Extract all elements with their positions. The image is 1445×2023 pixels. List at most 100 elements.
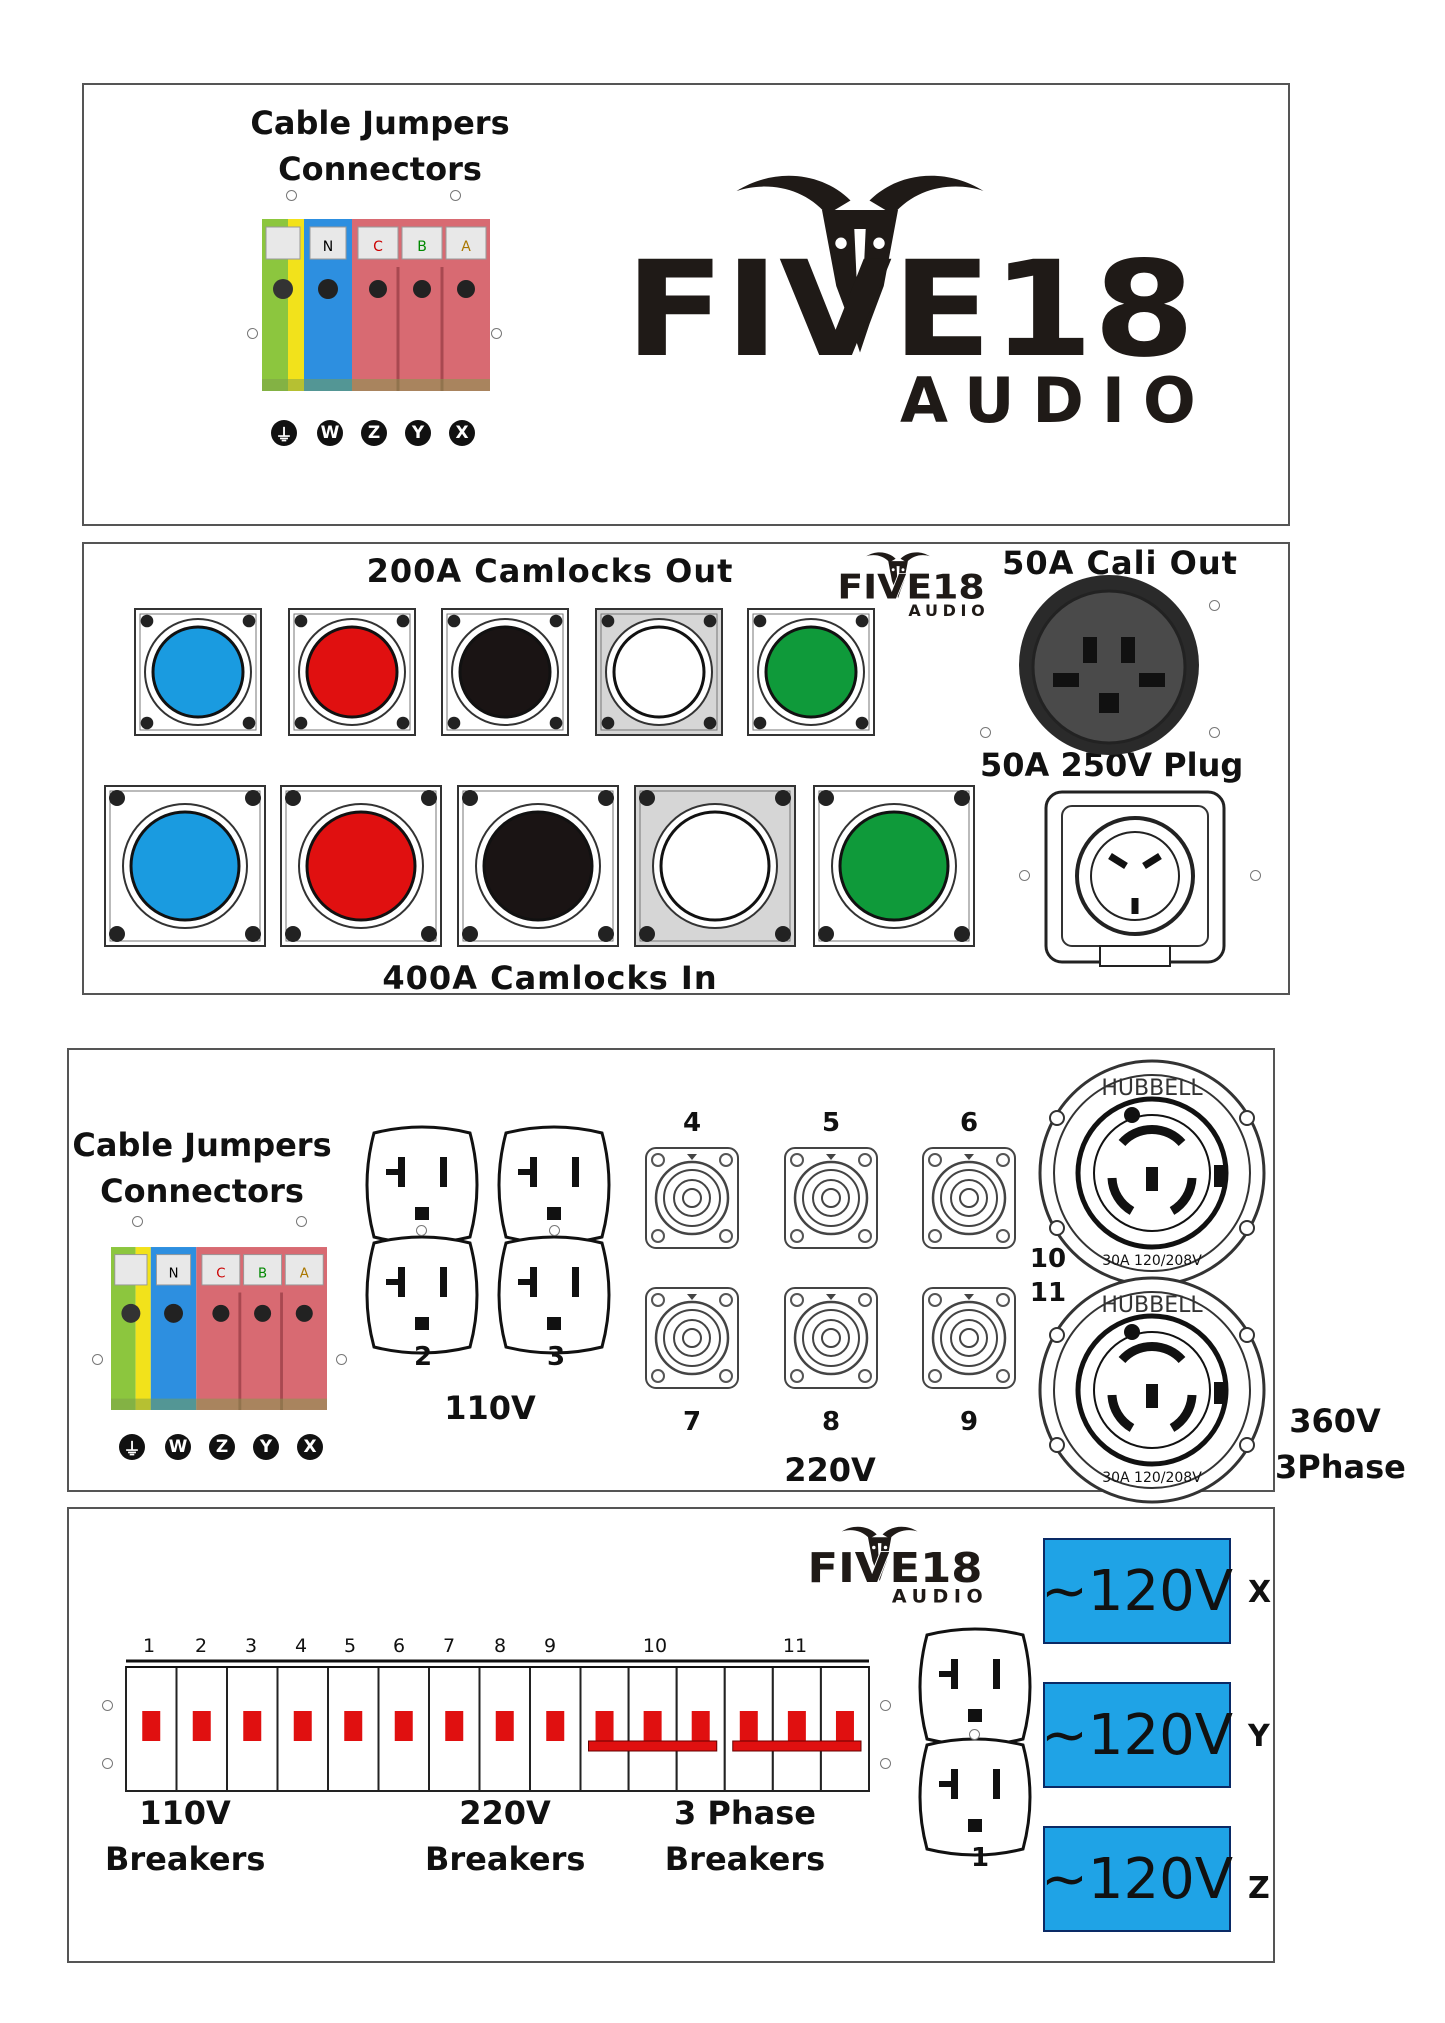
brand-logo-large: FIVE18 AUDIO <box>625 175 1196 437</box>
breaker-number: 2 <box>194 1635 208 1657</box>
outlet-number: 2 <box>413 1342 433 1372</box>
svg-text:FIVE18: FIVE18 <box>808 1544 983 1592</box>
twistlock-receptacle[interactable]: HUBBELL 30A 120/208V <box>1037 1275 1267 1505</box>
speakon-connector[interactable] <box>921 1286 1017 1390</box>
breaker-number: 4 <box>294 1635 308 1657</box>
camlock-out-3[interactable] <box>441 608 569 736</box>
camlock-in-4[interactable] <box>634 785 796 947</box>
jumpers-title-line2: Connectors <box>278 150 482 188</box>
svg-text:N: N <box>169 1266 179 1281</box>
mount-hole <box>549 1225 560 1236</box>
breaker-single-9[interactable] <box>529 1666 582 1792</box>
plug-inlet <box>1044 790 1226 967</box>
breakers-3phase-label-line2: Breakers <box>664 1840 826 1878</box>
svg-text:30A 120/208V: 30A 120/208V <box>1102 1253 1202 1269</box>
outlet-number: 3 <box>546 1342 566 1372</box>
mount-hole <box>969 1729 980 1740</box>
camlock-in-5[interactable] <box>813 785 975 947</box>
camlock-in-3[interactable] <box>457 785 619 947</box>
mount-hole <box>980 727 991 738</box>
mount-hole <box>92 1354 103 1365</box>
camlock-out-5[interactable] <box>747 608 875 736</box>
breaker-single-2[interactable] <box>175 1666 228 1792</box>
svg-text:HUBBELL: HUBBELL <box>1101 1076 1203 1101</box>
breaker-rail <box>125 1659 871 1792</box>
mount-hole <box>296 1216 307 1227</box>
jumpers-title-line1: Cable Jumpers <box>250 104 510 142</box>
breaker-number: 8 <box>493 1635 507 1657</box>
camlock-in-1[interactable] <box>104 785 266 947</box>
mount-hole <box>880 1700 891 1711</box>
svg-text:HUBBELL: HUBBELL <box>1101 1293 1203 1318</box>
speakon-connector[interactable] <box>783 1286 879 1390</box>
breaker-single-1[interactable] <box>125 1666 178 1792</box>
cable-jumper-block: N C B A <box>109 1245 329 1412</box>
camlock-in-2[interactable] <box>280 785 442 947</box>
breaker-single-4[interactable] <box>276 1666 329 1792</box>
brand-logo-small: FIVE18 AUDIO <box>837 552 985 620</box>
jumpers-title-line2: Connectors <box>100 1172 304 1210</box>
mount-hole <box>1209 727 1220 738</box>
outlet-110v[interactable] <box>918 1627 1032 1747</box>
speakon-connector[interactable] <box>644 1286 740 1390</box>
speakon-connector[interactable] <box>921 1146 1017 1250</box>
mount-hole <box>1209 600 1220 611</box>
breaker-number: 5 <box>343 1635 357 1657</box>
svg-text:FIVE18: FIVE18 <box>625 233 1195 387</box>
breaker-single-3[interactable] <box>226 1666 279 1792</box>
jumpers-title-line1: Cable Jumpers <box>72 1126 332 1164</box>
breaker-single-7[interactable] <box>428 1666 481 1792</box>
breakers-3phase-label-line1: 3 Phase <box>674 1794 816 1832</box>
outlet-110v[interactable] <box>497 1125 611 1245</box>
breaker-number: 6 <box>392 1635 406 1657</box>
voltage-360-label-line2: 3Phase <box>1275 1448 1406 1486</box>
camlocks-out-row <box>104 608 975 947</box>
camlock-out-1[interactable] <box>134 608 262 736</box>
breaker-number: 10 <box>642 1635 668 1657</box>
breaker-number: 11 <box>782 1635 808 1657</box>
mount-hole <box>247 328 258 339</box>
camlocks-in-label: 400A Camlocks In <box>382 959 718 997</box>
speakon-number: 4 <box>682 1108 702 1138</box>
breakers-220v-label-line1: 220V <box>459 1794 551 1832</box>
ground-icon: ⏚ <box>119 1434 145 1460</box>
outlet-110v[interactable] <box>497 1235 611 1355</box>
svg-text:AUDIO: AUDIO <box>900 364 1214 437</box>
outlet-110v[interactable] <box>918 1737 1032 1857</box>
speakon-connector[interactable] <box>783 1146 879 1250</box>
svg-text:30A 120/208V: 30A 120/208V <box>1102 1470 1202 1486</box>
mount-hole <box>102 1700 113 1711</box>
twistlock-receptacle[interactable]: HUBBELL 30A 120/208V <box>1037 1058 1267 1288</box>
breaker-single-8[interactable] <box>478 1666 531 1792</box>
speakon-number: 8 <box>821 1407 841 1437</box>
svg-text:C: C <box>216 1266 225 1281</box>
outlet-110v[interactable] <box>365 1235 479 1355</box>
svg-text:FIVE18: FIVE18 <box>837 568 984 608</box>
speakon-number: 7 <box>682 1407 702 1437</box>
terminal-letter: Z <box>361 420 387 446</box>
breaker-number: 3 <box>244 1635 258 1657</box>
mount-hole <box>880 1758 891 1769</box>
twistlock-number: 11 <box>1029 1278 1067 1308</box>
cali-out-receptacle <box>1019 575 1199 755</box>
breaker-single-5[interactable] <box>327 1666 380 1792</box>
camlock-out-2[interactable] <box>288 608 416 736</box>
twistlock-number: 10 <box>1029 1244 1067 1274</box>
camlock-out-4[interactable] <box>595 608 723 736</box>
speakon-connector[interactable] <box>644 1146 740 1250</box>
voltage-220-label: 220V <box>784 1451 876 1489</box>
outlet-110v[interactable] <box>365 1125 479 1245</box>
svg-text:AUDIO: AUDIO <box>892 1585 988 1607</box>
breaker-single-6[interactable] <box>377 1666 430 1792</box>
breaker-3phase-10[interactable] <box>579 1666 726 1792</box>
voltage-360-label-line1: 360V <box>1289 1402 1381 1440</box>
terminal-letter: Y <box>253 1434 279 1460</box>
breaker-3phase-11[interactable] <box>723 1666 871 1792</box>
voltage-110-label: 110V <box>444 1389 536 1427</box>
terminal-letter: W <box>165 1434 191 1460</box>
voltage-meter-x: ~120V <box>1041 1538 1233 1644</box>
speakon-number: 9 <box>959 1407 979 1437</box>
terminal-letter: X <box>297 1434 323 1460</box>
terminal-letter: X <box>449 420 475 446</box>
breakers-110v-label-line2: Breakers <box>105 1840 266 1878</box>
